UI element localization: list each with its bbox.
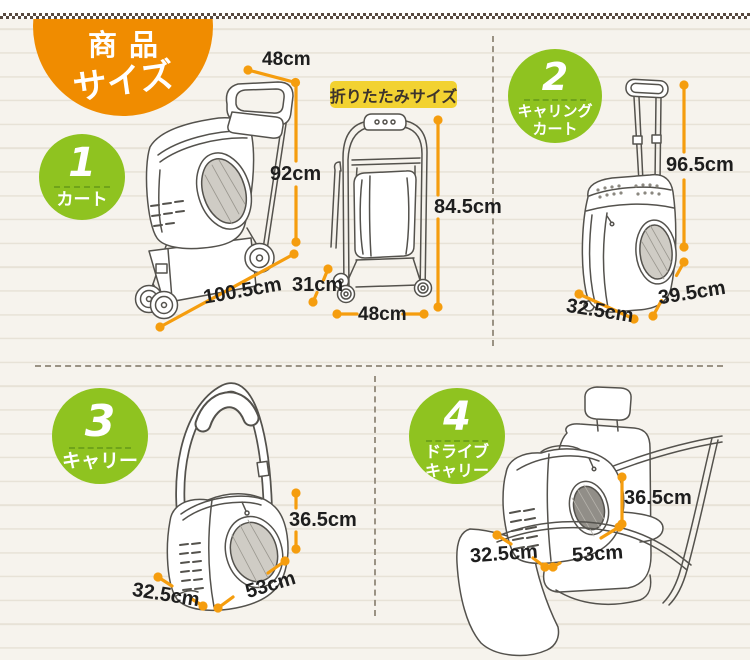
- section-2-label-line1: キャリング: [517, 103, 593, 120]
- carry-height-dim: 36.5cm: [289, 509, 357, 531]
- page-title-line1: 商品: [87, 30, 170, 62]
- carrying-cart-height-dim: 96.5cm: [666, 154, 734, 176]
- folded-stroller-drawing: [330, 113, 433, 304]
- section-4-badge: 4 ドライブ キャリー: [409, 388, 505, 484]
- section-3-badge: 3 キャリー: [52, 388, 148, 484]
- section-3-label: キャリー: [61, 451, 138, 472]
- divider-vertical-top: [492, 36, 494, 346]
- drive-carry-drawing: [456, 386, 723, 657]
- cart-height-dim: 92cm: [270, 163, 322, 185]
- section-1-label: カート: [56, 190, 108, 209]
- drive-carry-length-dim: 53cm: [571, 541, 624, 567]
- dimension-lines: [156, 68, 686, 610]
- badge-separator: [524, 99, 586, 101]
- carrying-cart-drawing: [581, 78, 677, 313]
- checkered-border: [0, 13, 750, 19]
- divider-vertical-bottom: [374, 376, 376, 616]
- section-2-badge: 2 キャリング カート: [508, 49, 602, 143]
- badge-separator: [69, 447, 131, 449]
- drive-carry-height-dim: 36.5cm: [624, 487, 692, 509]
- section-2-label-line2: カート: [532, 120, 578, 138]
- section-4-number: 4: [443, 394, 471, 440]
- folded-width-dim: 48cm: [358, 304, 407, 325]
- top-margin: [0, 0, 750, 13]
- section-1-number: 1: [68, 140, 96, 186]
- carry-bag-drawing: [166, 382, 289, 612]
- badge-separator: [54, 186, 110, 188]
- stroller-drawing: [134, 81, 294, 320]
- section-4-label-line2: キャリー: [424, 462, 489, 480]
- badge-separator: [426, 440, 488, 442]
- drive-carry-width-dim: 32.5cm: [469, 540, 539, 568]
- section-1-badge: 1 カート: [39, 134, 125, 220]
- section-3-number: 3: [84, 396, 116, 447]
- folded-height-dim: 84.5cm: [434, 196, 502, 218]
- divider-horizontal: [35, 365, 723, 367]
- folded-size-badge: 折りたたみサイズ: [330, 81, 457, 108]
- cart-top-width-dim: 48cm: [262, 49, 311, 70]
- section-4-label-line1: ドライブ: [424, 444, 489, 461]
- folded-depth-dim: 31cm: [292, 274, 344, 296]
- section-2-number: 2: [541, 55, 569, 99]
- dimension-dots: [153, 65, 689, 613]
